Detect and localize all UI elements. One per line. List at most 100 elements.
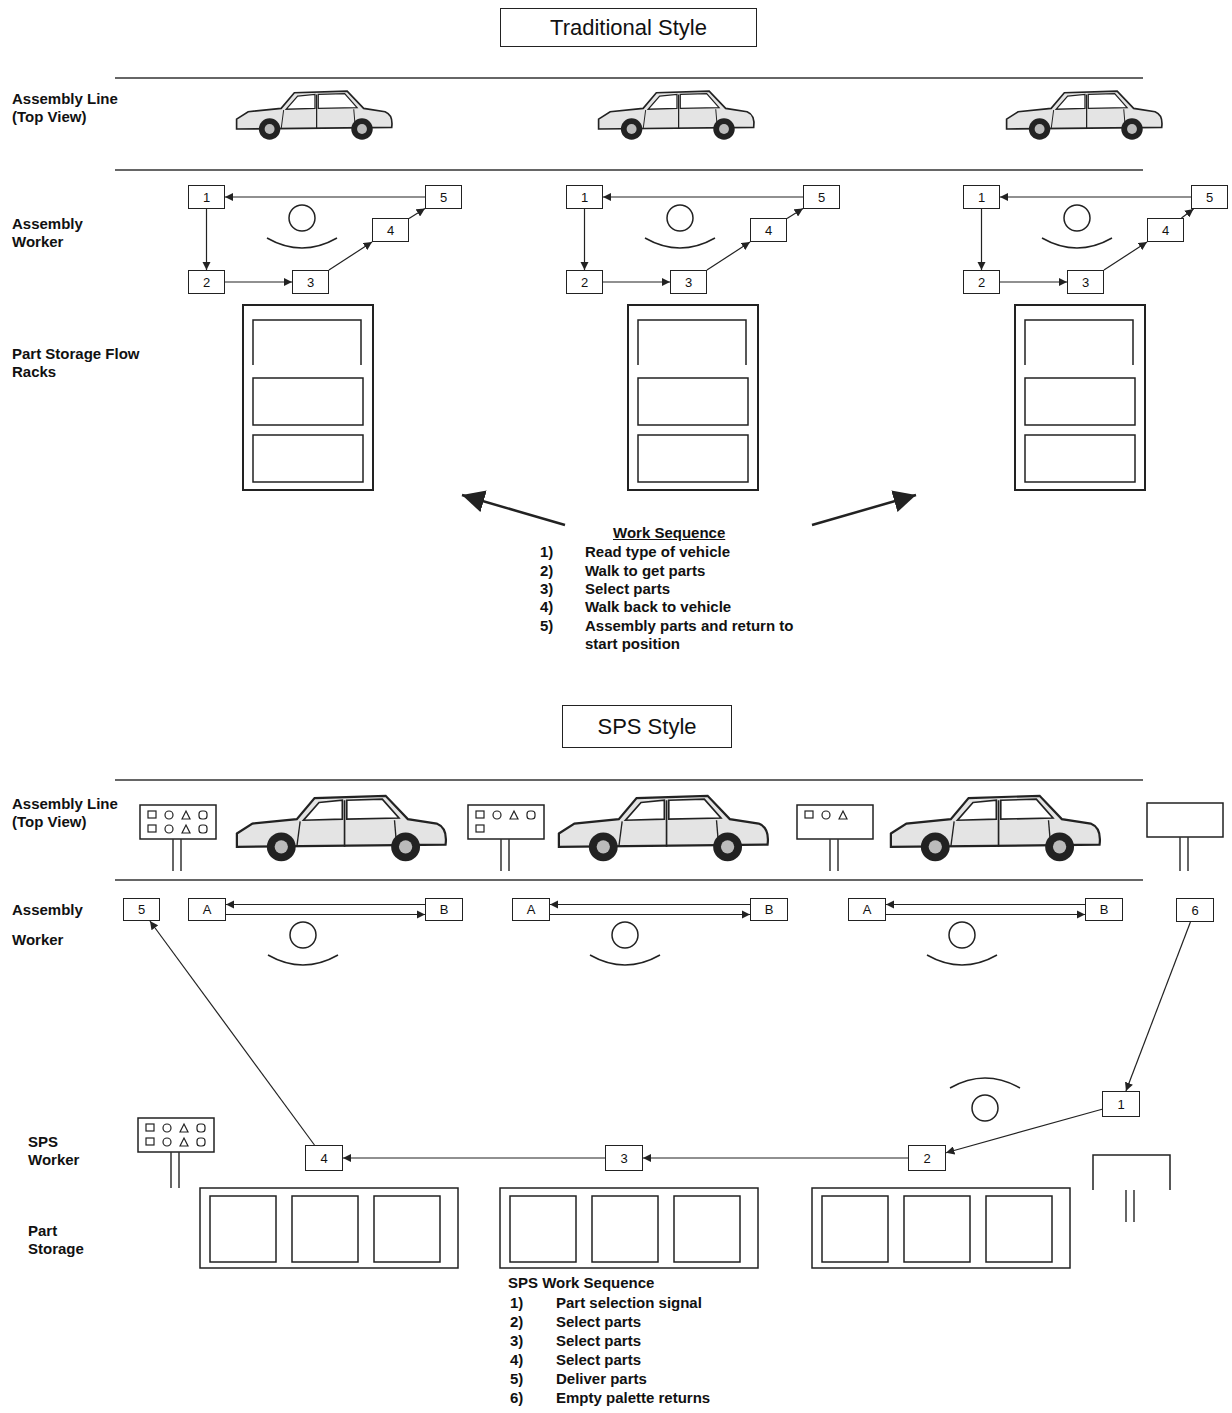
step-box: B <box>1085 898 1123 921</box>
assembly-line-edge <box>115 77 1143 79</box>
rack-shelf <box>1025 435 1135 482</box>
step-number: 4 <box>320 1151 327 1166</box>
palette-leg <box>1133 1190 1135 1222</box>
car-illustration <box>237 91 392 140</box>
part-icon <box>148 811 156 818</box>
row-label: Assembly Line (Top View) <box>12 795 120 831</box>
part-icon <box>839 811 847 819</box>
step-number: 2 <box>203 275 210 290</box>
worker-head <box>972 1095 998 1121</box>
part-icon <box>493 811 501 819</box>
worker-shoulders <box>267 238 337 248</box>
part-icon <box>163 1138 171 1146</box>
step-number: 4) <box>540 598 553 616</box>
row-label: Assembly Worker <box>12 215 112 251</box>
title-box: SPS Style <box>562 705 732 748</box>
storage-bin <box>986 1196 1052 1262</box>
part-icon <box>197 1138 205 1146</box>
flow-arrow <box>603 196 803 197</box>
parts-board <box>1147 803 1223 837</box>
step-box: 2 <box>188 270 225 294</box>
board-leg <box>180 839 182 871</box>
parts-board <box>140 805 216 839</box>
step-text: Read type of vehicle <box>585 543 730 561</box>
step-number: 1) <box>510 1294 523 1312</box>
flow-arrow <box>946 1109 1102 1152</box>
flow-arrow <box>343 1157 605 1158</box>
rack-shelf <box>638 320 746 365</box>
step-box: 4 <box>372 218 409 242</box>
step-number: B <box>440 902 449 917</box>
worker-shoulders <box>950 1078 1020 1088</box>
worker-head <box>289 205 315 231</box>
step-box: 3 <box>1067 270 1104 294</box>
step-number: 1 <box>978 190 985 205</box>
part-icon <box>476 825 484 832</box>
step-number: 5 <box>138 902 145 917</box>
step-number: 1) <box>540 543 553 561</box>
step-box: B <box>750 898 788 921</box>
flow-arrow <box>643 1157 908 1158</box>
step-number: 3 <box>307 275 314 290</box>
part-icon <box>182 825 190 833</box>
flow-arrow <box>225 281 292 282</box>
worker-head <box>612 922 638 948</box>
row-label: Part Storage Flow Racks <box>12 345 147 381</box>
car-illustration <box>237 796 446 861</box>
flow-arrow <box>1126 922 1190 1091</box>
step-number: 5 <box>440 190 447 205</box>
step-number: A <box>203 902 212 917</box>
part-icon <box>476 811 484 818</box>
step-number: 1 <box>1117 1097 1124 1112</box>
flow-arrow <box>1104 242 1147 270</box>
rack-shelf <box>1025 378 1135 425</box>
flow-arrow <box>1000 281 1067 282</box>
flow-arrow <box>1182 209 1194 218</box>
worker-head <box>667 205 693 231</box>
board-leg <box>1187 837 1189 871</box>
step-text: Assembly parts and return to start posit… <box>585 617 825 653</box>
step-box: 5 <box>425 185 462 209</box>
worker-head <box>949 922 975 948</box>
car-illustration <box>1007 91 1162 140</box>
step-number: 3 <box>1082 275 1089 290</box>
storage-bin <box>292 1196 358 1262</box>
flow-arrow <box>886 914 1085 915</box>
step-number: 1 <box>581 190 588 205</box>
part-storage-rack <box>812 1188 1070 1268</box>
step-text: Part selection signal <box>556 1294 702 1312</box>
storage-bin <box>904 1196 970 1262</box>
flow-arrow <box>226 914 425 915</box>
storage-bin <box>374 1196 440 1262</box>
flow-arrow <box>409 209 425 219</box>
step-number: 4) <box>510 1351 523 1369</box>
part-icon <box>197 1124 205 1132</box>
step-box: 1 <box>1102 1091 1140 1117</box>
flow-rack <box>243 305 373 490</box>
parts-board <box>468 805 544 839</box>
flow-arrow <box>550 914 750 915</box>
part-icon <box>180 1124 188 1132</box>
assembly-line-edge <box>115 779 1143 781</box>
step-number: 4 <box>1162 223 1169 238</box>
step-text: Deliver parts <box>556 1370 647 1388</box>
step-number: 5) <box>540 617 553 635</box>
row-label: Part Storage <box>28 1222 108 1258</box>
rack-shelf <box>253 378 363 425</box>
worker-shoulders <box>268 955 338 965</box>
step-number: 4 <box>765 223 772 238</box>
pointer-arrow <box>812 495 916 525</box>
step-number: 3) <box>510 1332 523 1350</box>
step-box: 4 <box>305 1145 343 1171</box>
step-number: 4 <box>387 223 394 238</box>
rack-shelf <box>253 320 361 365</box>
step-number: 1 <box>203 190 210 205</box>
storage-bin <box>592 1196 658 1262</box>
step-number: A <box>863 902 872 917</box>
board-leg <box>508 839 510 871</box>
worker-shoulders <box>590 955 660 965</box>
part-icon <box>527 811 535 819</box>
car-illustration <box>891 796 1100 861</box>
palette-leg <box>1125 1190 1127 1222</box>
row-label: Assembly Worker <box>12 895 112 955</box>
